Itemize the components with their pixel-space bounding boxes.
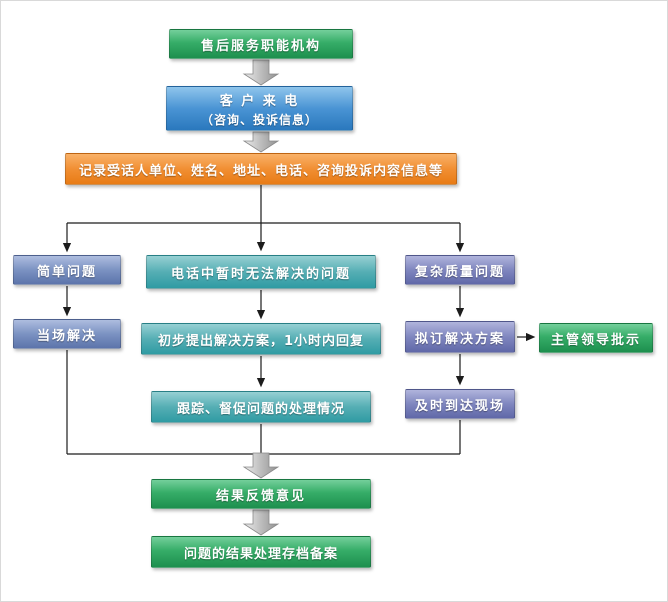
node-leader-approval: 主管领导批示: [539, 323, 653, 353]
node-phone-unsolved: 电话中暂时无法解决的问题: [146, 255, 376, 289]
node-customer-call-line2: （咨询、投诉信息）: [200, 112, 318, 127]
thick-arrow-org-to-call-icon: [242, 59, 280, 86]
node-draft-solution: 拟订解决方案: [405, 321, 515, 353]
node-track-progress: 跟踪、督促问题的处理情况: [151, 391, 371, 423]
node-customer-call-line1: 客 户 来 电: [219, 93, 300, 109]
node-customer-call: 客 户 来 电 （咨询、投诉信息）: [166, 86, 353, 131]
thick-arrow-converge-to-feedback-icon: [242, 452, 280, 479]
node-archive-result: 问题的结果处理存档备案: [151, 536, 371, 568]
node-propose-solution: 初步提出解决方案，1小时内回复: [141, 323, 381, 355]
node-record-info: 记录受话人单位、姓名、地址、电话、咨询投诉内容信息等: [65, 153, 457, 185]
node-service-org: 售后服务职能机构: [169, 29, 353, 59]
thick-arrow-call-to-record-icon: [242, 131, 280, 153]
node-result-feedback: 结果反馈意见: [151, 479, 371, 509]
node-solve-onsite: 当场解决: [13, 319, 121, 349]
node-simple-problem: 简单问题: [13, 255, 121, 285]
node-complex-problem: 复杂质量问题: [405, 255, 515, 285]
node-arrive-scene: 及时到达现场: [405, 389, 515, 419]
thick-arrow-feedback-to-archive-icon: [242, 509, 280, 536]
